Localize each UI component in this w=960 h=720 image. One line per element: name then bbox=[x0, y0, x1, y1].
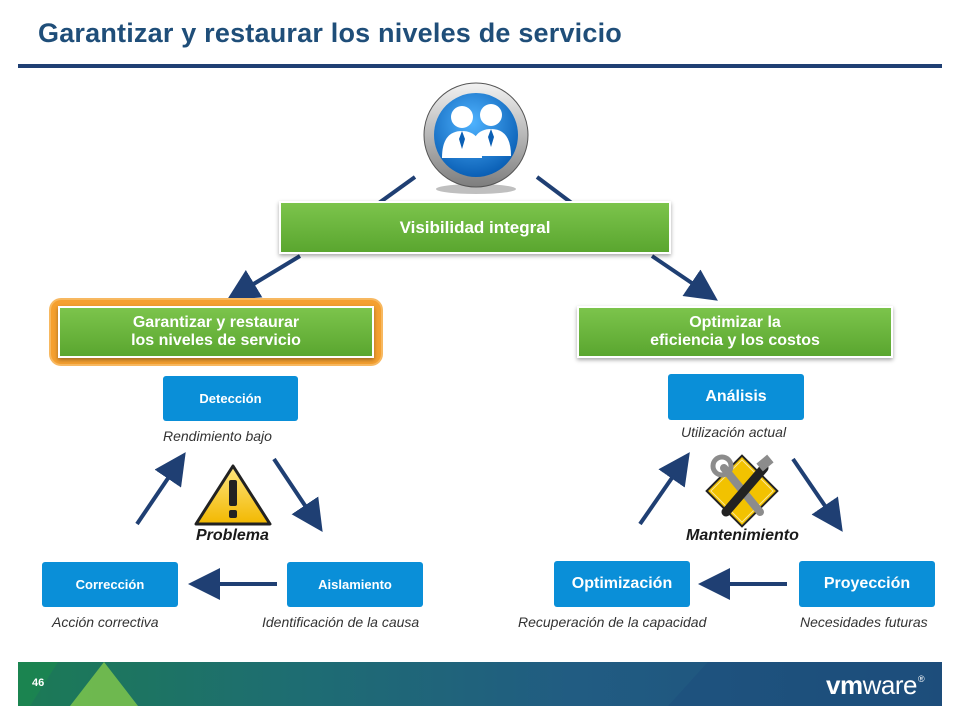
cycle-label-mantenimiento: Mantenimiento bbox=[686, 527, 799, 544]
arrow-to-left-branch bbox=[226, 254, 302, 301]
branch-title-line2: los niveles de servicio bbox=[131, 332, 301, 349]
branch-title-line1: Optimizar la bbox=[689, 313, 781, 331]
arrow-analisis-to-proyeccion bbox=[791, 457, 843, 532]
node-proyeccion: Proyección bbox=[799, 561, 935, 607]
people-icon bbox=[423, 82, 529, 194]
caption-optimizacion: Recuperación de la capacidad bbox=[518, 614, 707, 630]
arrow-deteccion-to-aislamiento bbox=[272, 457, 323, 532]
caption-correccion: Acción correctiva bbox=[52, 614, 159, 630]
branch-title-service-levels: Garantizar y restaurar los niveles de se… bbox=[58, 306, 374, 358]
footer-decoration bbox=[18, 662, 942, 706]
branch-title-line1: Garantizar y restaurar bbox=[132, 313, 300, 331]
arrow-optimizacion-to-analisis bbox=[638, 452, 690, 526]
footer-bar bbox=[18, 662, 942, 706]
page-title: Garantizar y restaurar los niveles de se… bbox=[38, 18, 622, 48]
cycle-label-problema: Problema bbox=[196, 527, 269, 544]
warning-icon bbox=[194, 464, 272, 526]
visibility-bar: Visibilidad integral bbox=[279, 201, 671, 254]
node-correccion: Corrección bbox=[42, 562, 178, 607]
vmware-logo: vmware® bbox=[826, 670, 925, 700]
title-divider bbox=[18, 64, 942, 68]
node-deteccion: Detección bbox=[163, 376, 298, 421]
node-aislamiento: Aislamiento bbox=[287, 562, 423, 607]
tools-icon bbox=[705, 454, 779, 528]
caption-aislamiento: Identificación de la causa bbox=[262, 614, 420, 630]
node-optimizacion: Optimización bbox=[554, 561, 690, 607]
caption-deteccion: Rendimiento bajo bbox=[163, 428, 272, 444]
node-analisis: Análisis bbox=[668, 374, 804, 420]
caption-analisis: Utilización actual bbox=[681, 424, 787, 440]
page-number: 46 bbox=[32, 677, 45, 689]
arrow-to-right-branch bbox=[650, 254, 718, 301]
branch-title-line2: eficiencia y los costos bbox=[650, 332, 820, 349]
caption-proyeccion: Necesidades futuras bbox=[800, 614, 928, 630]
arrow-correccion-to-deteccion bbox=[135, 452, 186, 526]
branch-title-efficiency: Optimizar la eficiencia y los costos bbox=[577, 306, 893, 358]
